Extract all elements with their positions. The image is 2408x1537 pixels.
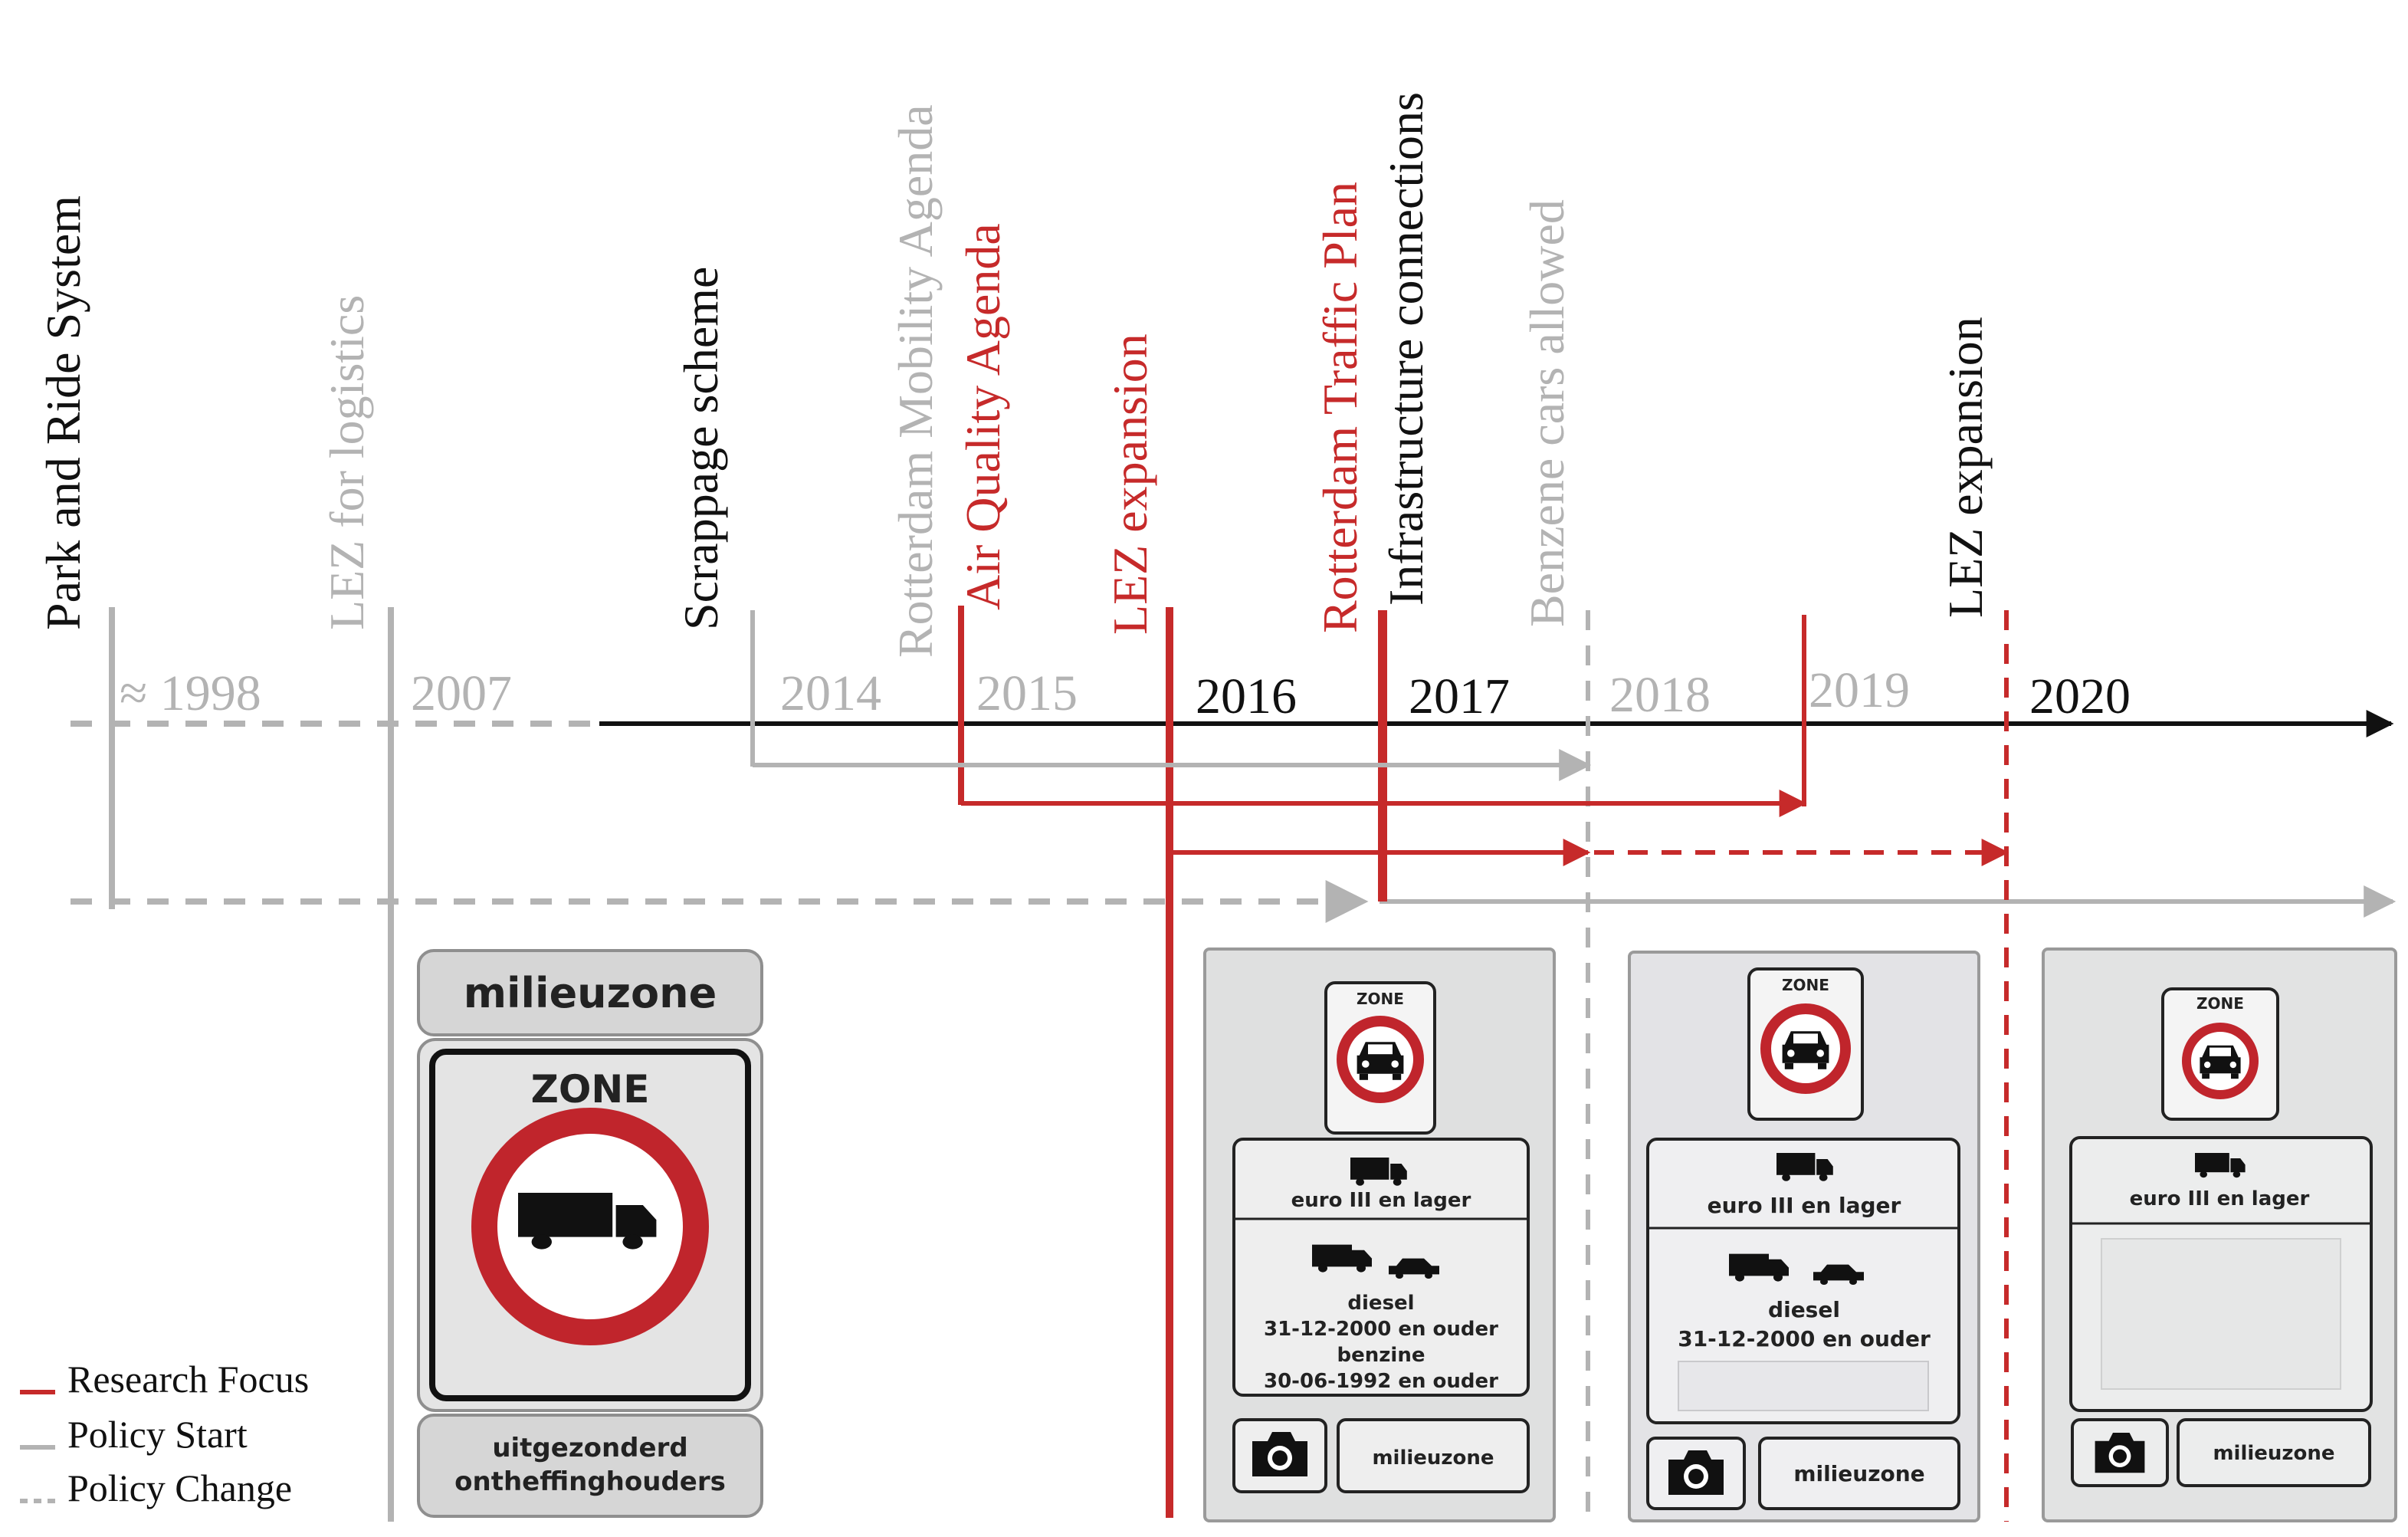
policy-label-lez-logistics: LEZ for logistics — [320, 295, 374, 630]
sign-2007-bottom-text-2: ontheffinghouders — [454, 1466, 726, 1497]
year-label-1998: ≈ 1998 — [120, 665, 261, 721]
policy-label-air-quality: Air Quality Agenda — [956, 223, 1010, 610]
legend-label-policy-change: Policy Change — [67, 1466, 292, 1509]
year-label-2019: 2019 — [1809, 662, 1910, 718]
sign-2018-info-box — [1646, 1138, 1960, 1424]
sign-2018-zone-text: ZONE — [1782, 976, 1829, 994]
sign-2016-info-box — [1232, 1138, 1530, 1397]
policy-label-lez-expansion-2016: LEZ expansion — [1103, 333, 1157, 635]
sign-2007-inner-frame — [429, 1049, 751, 1401]
year-label-2018: 2018 — [1609, 667, 1711, 723]
sign-2018-line-1: diesel — [1768, 1297, 1840, 1322]
policy-label-traffic-plan: Rotterdam Traffic Plan — [1313, 182, 1367, 633]
sign-2007: milieuzone ZONE uitgezonderd ontheffingh… — [417, 949, 763, 1518]
sign-2016-line-3: benzine — [1337, 1344, 1425, 1367]
legend-label-research-focus: Research Focus — [67, 1358, 309, 1401]
sign-2016-truck-text: euro III en lager — [1291, 1189, 1471, 1212]
sign-2018-truck-text: euro III en lager — [1708, 1193, 1901, 1218]
policy-label-park-ride: Park and Ride System — [36, 195, 90, 630]
year-label-2017: 2017 — [1409, 668, 1510, 724]
year-label-2007: 2007 — [411, 665, 512, 721]
sign-2020-blank-area — [2101, 1238, 2341, 1390]
sign-2007-bottom-panel — [417, 1414, 763, 1518]
year-label-2015: 2015 — [976, 665, 1078, 721]
year-label-2016: 2016 — [1196, 668, 1297, 724]
sign-2016: ZONE euro III en lager diesel 31-12-2000… — [1203, 947, 1556, 1522]
sign-2020-truck-text: euro III en lager — [2130, 1187, 2310, 1210]
sign-2018-footer-box — [1758, 1437, 1960, 1510]
policy-label-scrappage: Scrappage scheme — [674, 267, 728, 630]
policy-label-mobility-agenda: Rotterdam Mobility Agenda — [888, 104, 943, 658]
sign-2007-zone-text: ZONE — [531, 1067, 650, 1112]
sign-2016-line-2: 31-12-2000 en ouder — [1264, 1318, 1498, 1341]
sign-2018-line-2: 31-12-2000 en ouder — [1678, 1326, 1931, 1351]
sign-2016-zone-text: ZONE — [1357, 990, 1404, 1008]
policy-label-lez-expansion-2020: LEZ expansion — [1938, 317, 1993, 618]
sign-2018: ZONE euro III en lager diesel 31-12-2000… — [1628, 951, 1980, 1522]
sign-2016-footer-box — [1337, 1418, 1530, 1493]
sign-2007-bottom-text-1: uitgezonderd — [492, 1433, 687, 1463]
policy-label-benzene: Benzene cars allowed — [1520, 199, 1574, 627]
year-label-2020: 2020 — [2029, 668, 2131, 724]
legend: Research Focus Policy Start Policy Chang… — [20, 1358, 309, 1509]
sign-2018-blank-area — [1678, 1361, 1929, 1411]
sign-2020-footer-box — [2177, 1418, 2371, 1487]
sign-2018-footer-text: milieuzone — [1793, 1461, 1924, 1486]
policy-label-infrastructure: Infrastructure connections — [1379, 92, 1433, 606]
sign-2020: ZONE euro III en lager milieuzone — [2042, 947, 2397, 1522]
sign-2020-footer-text: milieuzone — [2213, 1442, 2334, 1465]
sign-2007-top-text: milieuzone — [464, 969, 717, 1017]
sign-2007-top-panel — [417, 949, 763, 1036]
legend-label-policy-start: Policy Start — [67, 1413, 248, 1456]
sign-2016-line-1: diesel — [1347, 1292, 1414, 1315]
sign-2020-zone-text: ZONE — [2196, 994, 2244, 1013]
sign-2016-footer-text: milieuzone — [1372, 1447, 1494, 1470]
sign-2016-line-4: 30-06-1992 en ouder — [1264, 1370, 1498, 1393]
year-label-2014: 2014 — [780, 665, 881, 721]
